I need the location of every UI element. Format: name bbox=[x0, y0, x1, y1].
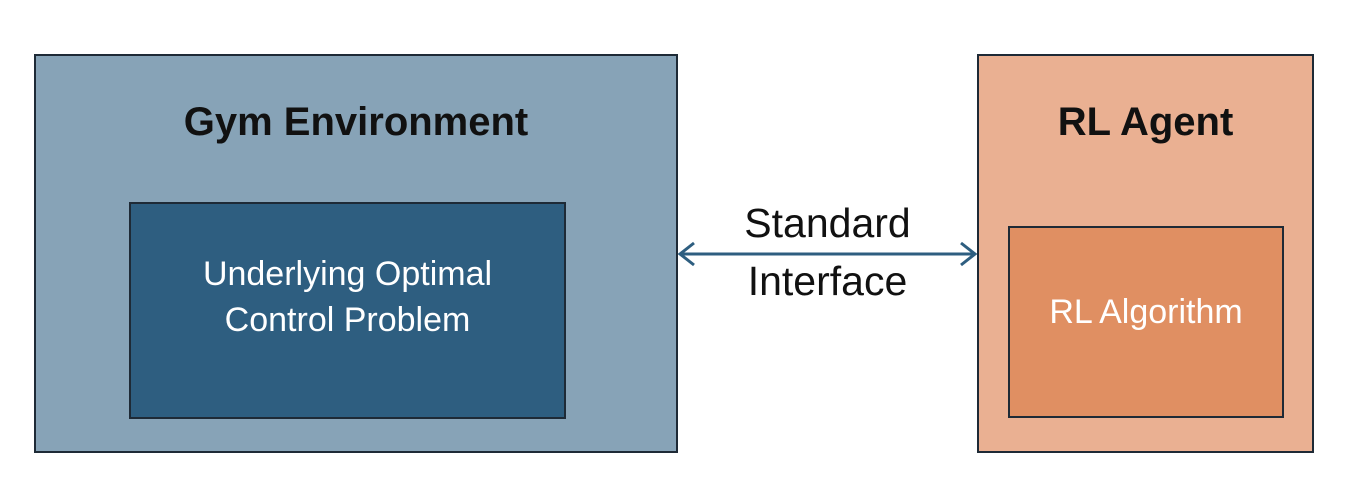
gym-environment-title: Gym Environment bbox=[183, 100, 529, 144]
arrow-head-left bbox=[677, 241, 695, 267]
rl-agent-title: RL Agent bbox=[1057, 100, 1234, 144]
gym-environment-box: Gym Environment Underlying Optimal Contr… bbox=[34, 54, 678, 453]
standard-interface-label: Standard Interface bbox=[744, 200, 911, 304]
rl-agent-box: RL Agent RL Algorithm bbox=[977, 54, 1314, 453]
bidirectional-arrow bbox=[677, 241, 978, 267]
optimal-control-problem-box: Underlying Optimal Control Problem bbox=[129, 202, 566, 419]
rl-algorithm-box: RL Algorithm bbox=[1008, 226, 1284, 418]
rl-algorithm-label: RL Algorithm bbox=[1049, 292, 1243, 331]
optimal-control-problem-label: Underlying Optimal Control Problem bbox=[202, 254, 493, 339]
arrow-head-right bbox=[960, 241, 978, 267]
